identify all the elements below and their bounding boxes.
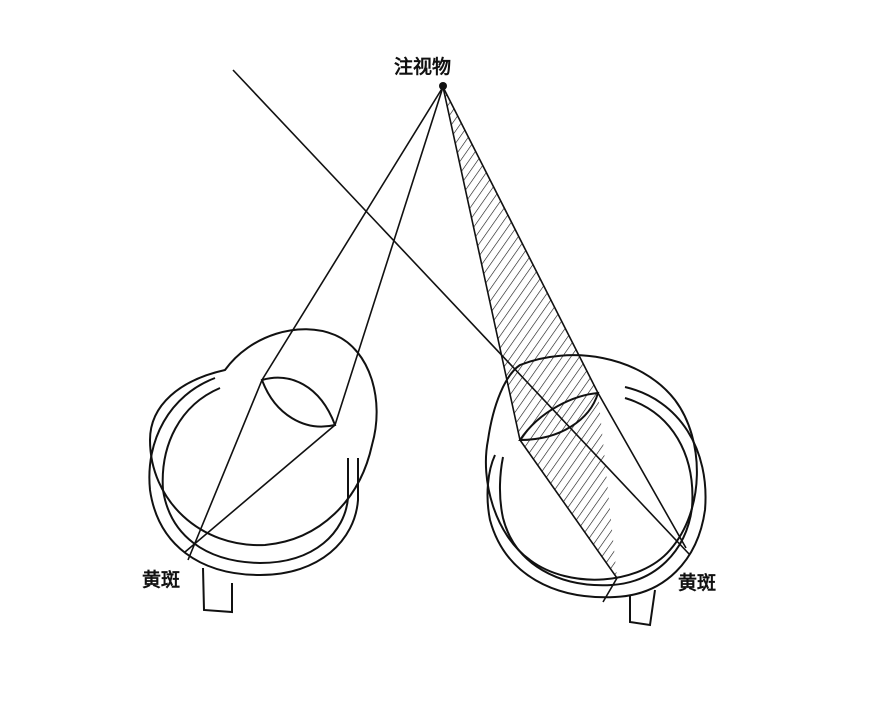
fixation-point [439,82,447,90]
light-rays [184,69,691,603]
ray-left-1 [187,86,444,561]
macula-left-label: 黄斑 [142,569,181,591]
left-lens [260,376,337,428]
right-sclera-inner [499,397,694,587]
right-eyeball [484,354,698,581]
left-eye [148,328,378,614]
left-sclera-inner [161,387,349,565]
ray-crossing [232,69,691,556]
ray-left-2 [184,86,444,553]
left-eyeball [148,328,378,547]
left-optic-nerve [202,567,233,614]
ray-right-1 [442,86,618,603]
fixation-object-label: 注视物 [394,56,452,78]
right-optic-nerve [629,589,656,627]
macula-right-label: 黄斑 [678,572,717,594]
ray-right-2 [442,86,687,549]
right-eye [443,87,707,627]
right-sclera-outer [486,386,707,599]
hatched-image-cone [443,87,617,578]
